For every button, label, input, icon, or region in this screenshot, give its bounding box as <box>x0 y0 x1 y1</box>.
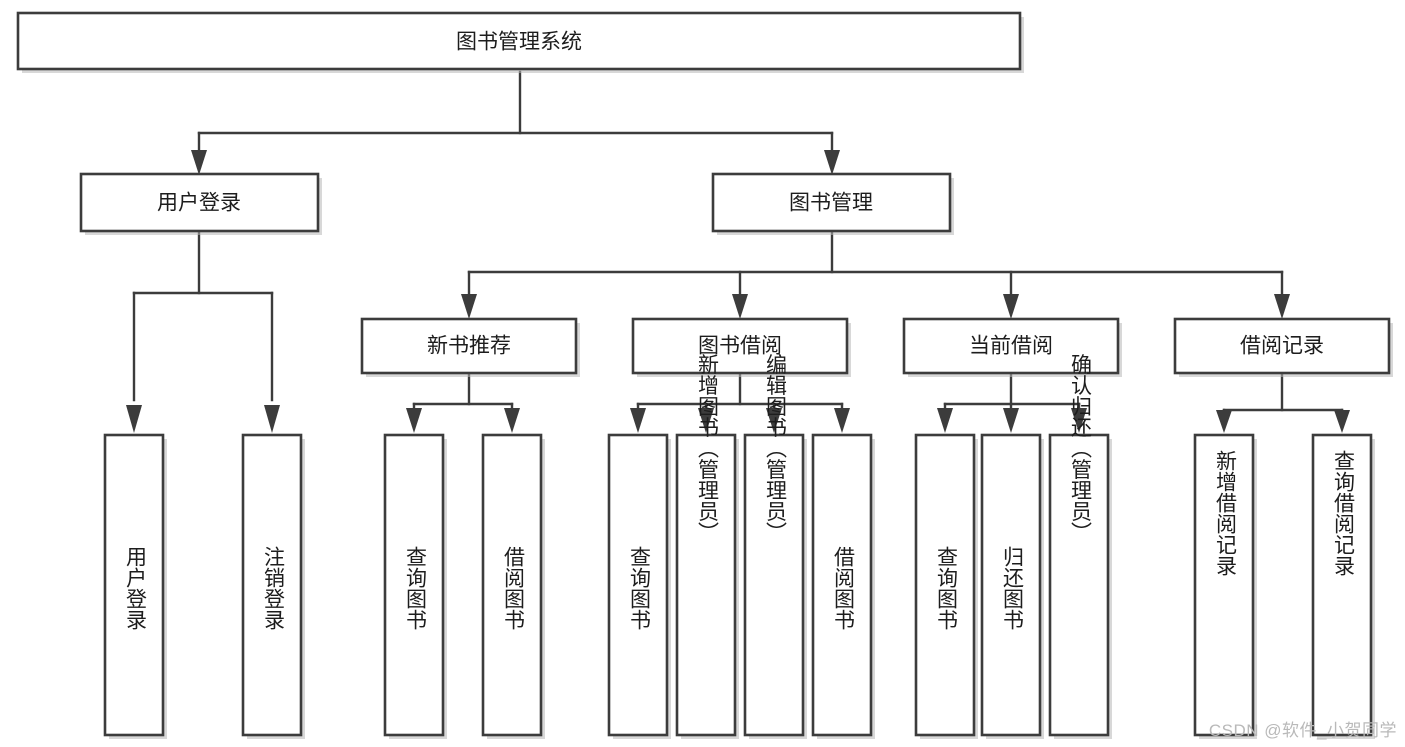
arrow-current-l3 <box>1071 408 1087 433</box>
arrow-borrow-l4 <box>834 408 850 433</box>
arrow-borrow-l2 <box>698 408 714 433</box>
leaf-borrow-edit-book[interactable]: 编辑图书（管理员） <box>743 354 807 740</box>
leaf-recommend-borrow-book-label: 借阅图书 <box>501 546 525 630</box>
leaf-current-query-book[interactable]: 查询图书 <box>914 433 978 739</box>
arrow-to-user-login <box>191 150 207 175</box>
node-root-label: 图书管理系统 <box>456 31 582 54</box>
leaf-recommend-query-book-label: 查询图书 <box>403 546 427 630</box>
arrow-user-login-c1 <box>126 405 142 433</box>
leaf-current-confirm-return[interactable]: 确认归还（管理员） <box>1048 354 1112 740</box>
leaf-recommend-borrow-book[interactable]: 借阅图书 <box>481 433 545 739</box>
leaf-records-query-record-label: 查询借阅记录 <box>1331 450 1355 576</box>
arrow-borrow-l3 <box>766 408 782 433</box>
leaf-records-query-record[interactable]: 查询借阅记录 <box>1311 433 1375 739</box>
arrow-book-mgmt-c2 <box>732 294 748 319</box>
arrow-records-l2 <box>1334 410 1350 433</box>
node-current-borrow-label: 当前借阅 <box>969 335 1053 358</box>
node-user-login-label: 用户登录 <box>157 192 241 215</box>
arrow-user-login-c2 <box>264 405 280 433</box>
leaf-records-add-record[interactable]: 新增借阅记录 <box>1193 433 1257 739</box>
leaf-records-add-record-label: 新增借阅记录 <box>1213 450 1237 576</box>
node-book-borrow-label: 图书借阅 <box>698 335 782 358</box>
leaf-current-query-book-label: 查询图书 <box>934 546 958 630</box>
arrow-book-mgmt-c4 <box>1274 294 1290 319</box>
arrow-borrow-l1 <box>630 408 646 433</box>
leaf-borrow-add-book[interactable]: 新增图书（管理员） <box>675 354 739 740</box>
node-book-borrow[interactable]: 图书借阅 <box>631 317 851 377</box>
node-current-borrow[interactable]: 当前借阅 <box>902 317 1122 377</box>
leaf-borrow-query-book[interactable]: 查询图书 <box>607 433 671 739</box>
leaf-borrow-borrow-book[interactable]: 借阅图书 <box>811 433 875 739</box>
arrow-current-l1 <box>937 408 953 433</box>
node-borrow-records-label: 借阅记录 <box>1240 335 1324 358</box>
connector-layer <box>126 70 1350 433</box>
leaf-user-login-login[interactable]: 用户登录 <box>103 433 167 739</box>
node-new-book-recommend-label: 新书推荐 <box>427 335 511 358</box>
leaf-user-login-logout-label: 注销登录 <box>261 546 285 630</box>
leaf-borrow-borrow-book-label: 借阅图书 <box>831 546 855 630</box>
leaf-borrow-edit-book-label: 编辑图书（管理员） <box>763 354 787 543</box>
node-book-management[interactable]: 图书管理 <box>711 172 954 235</box>
arrow-recommend-l1 <box>406 408 422 433</box>
leaf-current-return-book-label: 归还图书 <box>1000 546 1024 630</box>
node-borrow-records[interactable]: 借阅记录 <box>1173 317 1393 377</box>
leaf-borrow-add-book-label: 新增图书（管理员） <box>695 354 719 543</box>
arrow-book-mgmt-c3 <box>1003 294 1019 319</box>
node-book-management-label: 图书管理 <box>789 192 873 215</box>
leaf-borrow-query-book-label: 查询图书 <box>627 546 651 630</box>
leaf-user-login-login-label: 用户登录 <box>123 546 147 630</box>
arrow-recommend-l2 <box>504 408 520 433</box>
arrow-to-book-mgmt <box>824 150 840 175</box>
leaf-current-return-book[interactable]: 归还图书 <box>980 433 1044 739</box>
node-user-login[interactable]: 用户登录 <box>79 172 322 235</box>
node-new-book-recommend[interactable]: 新书推荐 <box>360 317 580 377</box>
leaf-user-login-logout[interactable]: 注销登录 <box>241 433 305 739</box>
node-root[interactable]: 图书管理系统 <box>16 11 1024 73</box>
arrow-records-l1 <box>1216 410 1232 433</box>
arrow-current-l2 <box>1003 408 1019 433</box>
arrow-book-mgmt-c1 <box>461 294 477 319</box>
leaf-recommend-query-book[interactable]: 查询图书 <box>383 433 447 739</box>
leaf-current-confirm-return-label: 确认归还（管理员） <box>1068 354 1092 543</box>
